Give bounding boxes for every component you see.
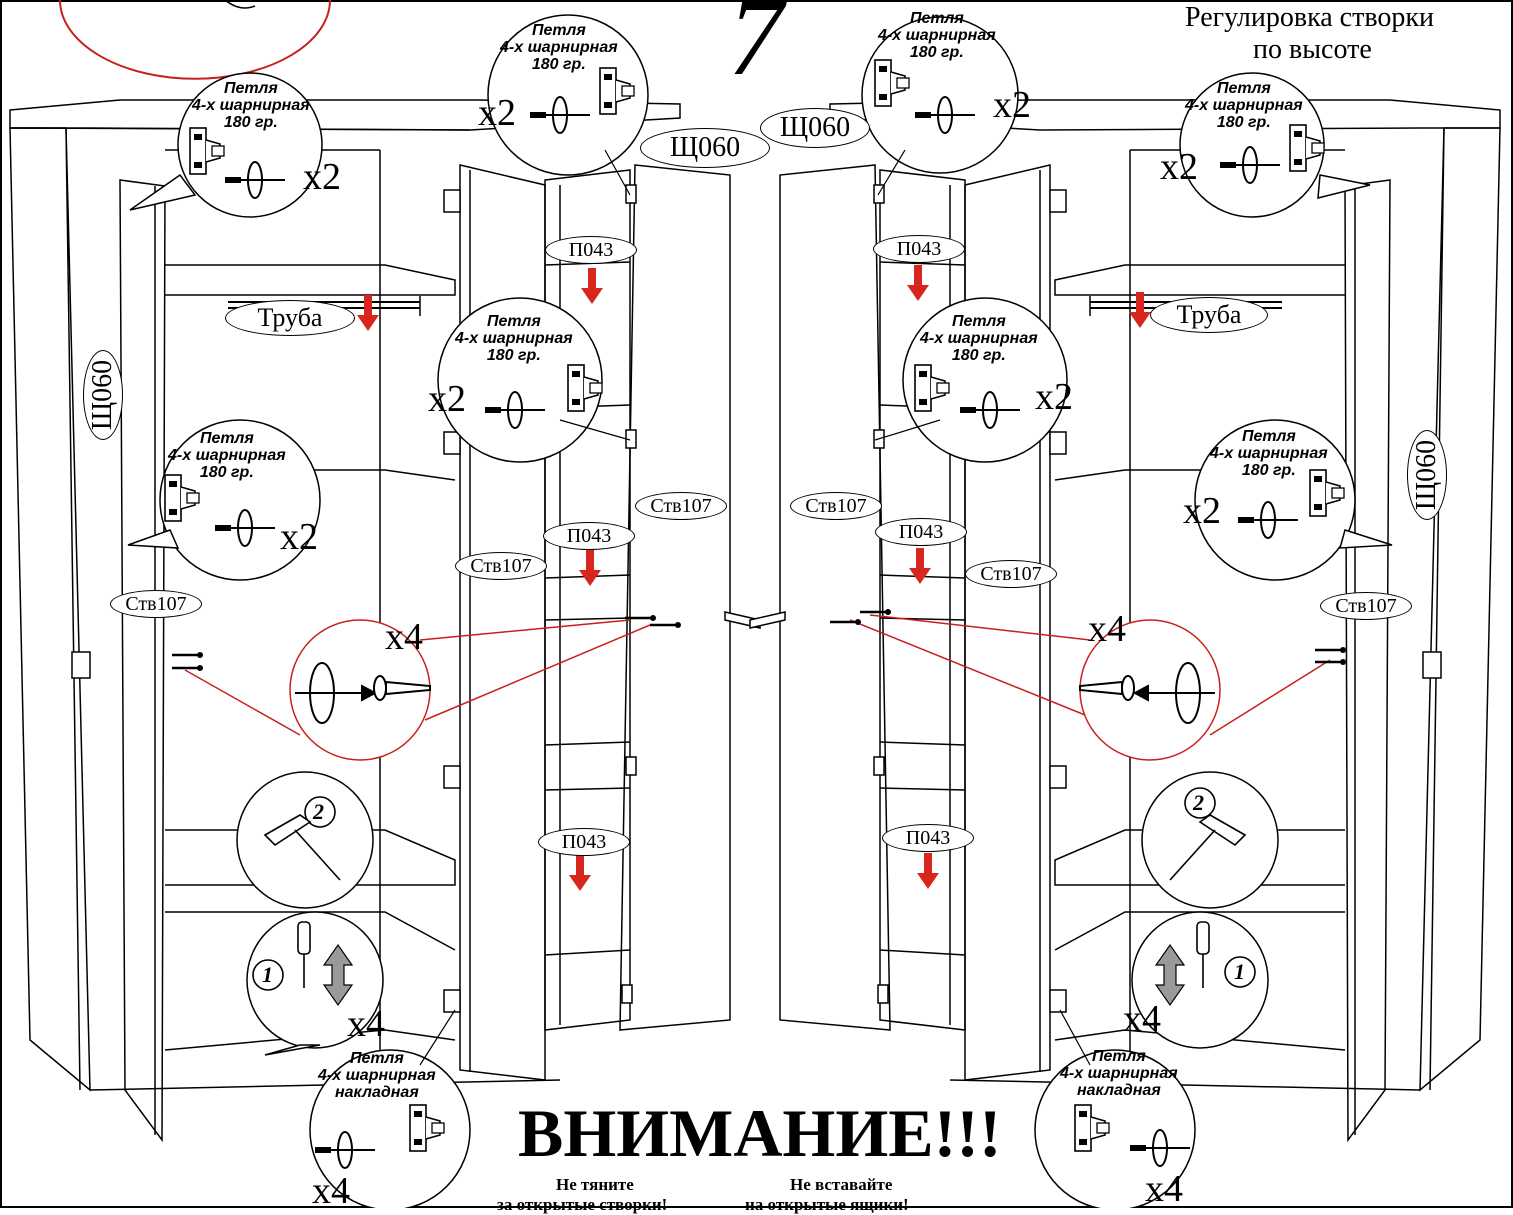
warning-title: ВНИМАНИЕ!!! xyxy=(518,1095,1002,1171)
part-label-shield-right: Щ060 xyxy=(1407,430,1447,520)
part-label-door-6: Ств107 xyxy=(1320,592,1412,620)
warning-left-line1: Не тяните xyxy=(556,1175,634,1194)
part-label-shield-left: Щ060 xyxy=(83,350,123,440)
part-label-shield-center-right: Щ060 xyxy=(760,108,870,148)
warning-left-line2: за открытые створки! xyxy=(497,1195,668,1214)
part-label-shield-center-left: Щ060 xyxy=(640,128,770,168)
part-label-door-2: Ств107 xyxy=(455,552,547,580)
step-marker-1-right: 1 xyxy=(1234,959,1245,984)
part-label-rod-right: Труба xyxy=(1150,297,1268,333)
qty-label: x4 xyxy=(1123,998,1161,1040)
shelf-arrow-4 xyxy=(907,265,929,301)
warning-right-line2: на открытые ящики! xyxy=(745,1195,909,1214)
part-label-shelf-2: П043 xyxy=(543,522,635,550)
qty-label: x2 xyxy=(478,92,516,134)
rod-arrow-right xyxy=(1129,292,1151,328)
callout-bubble-5 xyxy=(861,16,1019,174)
part-label-shelf-3: П043 xyxy=(538,828,630,856)
height-adjust-arrows xyxy=(322,943,1186,1007)
part-label-shelf-6: П043 xyxy=(882,824,974,852)
part-label-door-5: Ств107 xyxy=(965,560,1057,588)
shelf-arrow-6 xyxy=(917,853,939,889)
qty-label: x4 xyxy=(312,1170,350,1212)
shelf-arrow-2 xyxy=(579,550,601,586)
qty-label: x2 xyxy=(428,378,466,420)
overlay-hinge-bubble-right xyxy=(1034,1049,1196,1208)
qty-label: x2 xyxy=(993,84,1031,126)
part-label-shelf-1: П043 xyxy=(545,236,637,264)
callout-bubble-2 xyxy=(487,14,649,176)
callout-bubble-8 xyxy=(1194,419,1356,581)
callout-bubble-3 xyxy=(437,297,603,463)
step-marker-2-left: 2 xyxy=(313,799,324,824)
qty-label: x4 xyxy=(385,616,423,658)
part-label-shelf-4: П043 xyxy=(873,235,965,263)
detail-circle-fragment xyxy=(59,0,331,80)
qty-label: x4 xyxy=(347,1003,385,1045)
part-label-door-3: Ств107 xyxy=(635,492,727,520)
qty-label: x4 xyxy=(1088,608,1126,650)
qty-label: x2 xyxy=(1035,376,1073,418)
adjust-bubble-right xyxy=(1131,911,1269,1049)
callout-bubble-6 xyxy=(902,297,1068,463)
rod-arrow-left xyxy=(357,295,379,331)
shelf-arrow-1 xyxy=(581,268,603,304)
warning-right-line1: Не вставайте xyxy=(790,1175,893,1194)
callout-bubble-1 xyxy=(177,72,323,218)
height-adjust-note-line1: Регулировка створки xyxy=(1185,2,1434,33)
part-label-door-4: Ств107 xyxy=(790,492,882,520)
part-label-rod-left: Труба xyxy=(225,300,355,336)
qty-label: x4 xyxy=(1145,1168,1183,1210)
overlay-hinge-bubble-left xyxy=(309,1049,471,1208)
qty-label: x2 xyxy=(280,516,318,558)
step-marker-1-left: 1 xyxy=(262,962,273,987)
adjust-bubble-left xyxy=(246,911,384,1049)
screw-callout-right xyxy=(849,614,1331,761)
qty-label: x2 xyxy=(1160,146,1198,188)
step-number: 7 xyxy=(728,0,783,98)
callout-bubble-4 xyxy=(159,419,321,581)
height-adjust-note-line2: по высоте xyxy=(1253,34,1372,65)
qty-label: x2 xyxy=(303,156,341,198)
part-label-shelf-5: П043 xyxy=(875,518,967,546)
step-marker-2-right: 2 xyxy=(1193,790,1204,815)
qty-label: x2 xyxy=(1183,490,1221,532)
shelf-arrow-5 xyxy=(909,548,931,584)
shelf-arrow-3 xyxy=(569,855,591,891)
part-label-door-1: Ств107 xyxy=(110,590,202,618)
